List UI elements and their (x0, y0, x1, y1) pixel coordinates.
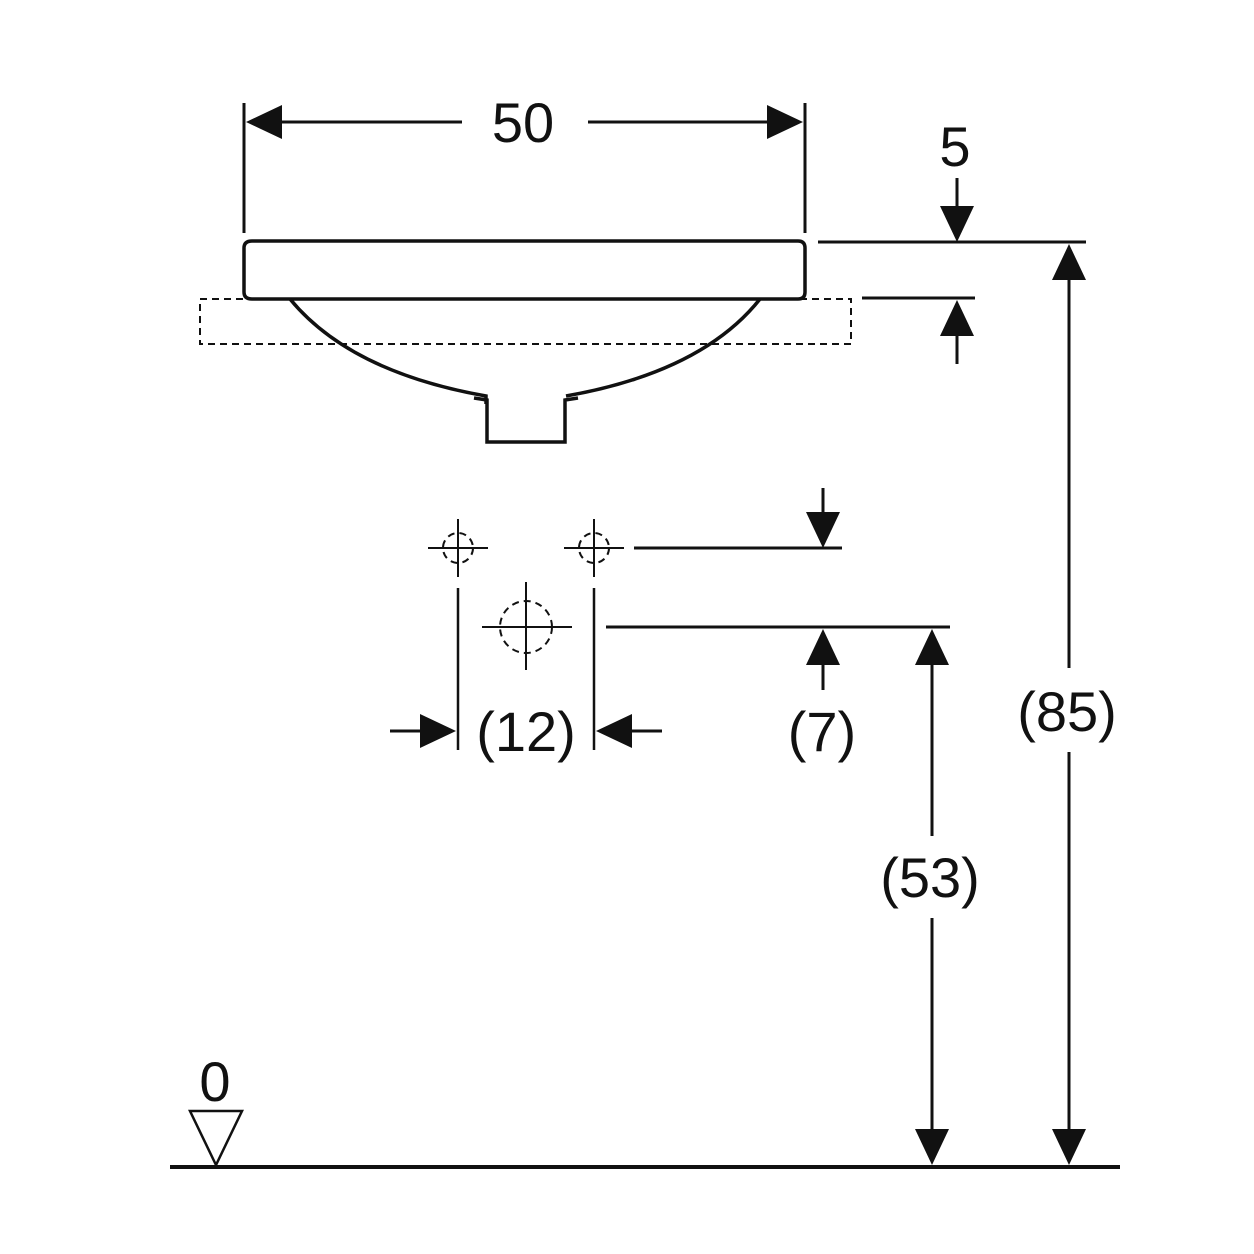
basin-bowl (288, 297, 762, 404)
rim-thickness-dimension: 5 (818, 115, 1086, 364)
arrow-right-icon (767, 105, 803, 139)
arrow-down-icon (1052, 1129, 1086, 1165)
floor-level-label: 0 (199, 1050, 230, 1113)
arrow-left-icon (246, 105, 282, 139)
countertop-outline (199, 298, 852, 345)
arrow-down-icon (940, 206, 974, 242)
overall-height-dimension: (85) (1017, 244, 1117, 1165)
arrow-up-icon (1052, 244, 1086, 280)
outlet-height-dimension: (53) (880, 629, 980, 1165)
floor-datum: 0 (170, 1050, 1120, 1169)
tap-offset-dimension: (7) (606, 488, 950, 763)
hole-spacing-dimension: (12) (390, 700, 662, 763)
crosshair-drain-icon (482, 582, 572, 670)
arrow-right-icon (420, 714, 456, 748)
overall-height-label: (85) (1017, 680, 1117, 743)
arrow-up-icon (806, 629, 840, 665)
basin (199, 239, 852, 444)
arrow-down-icon (806, 512, 840, 548)
basin-rim (242, 239, 807, 301)
rim-thickness-label: 5 (939, 115, 970, 178)
crosshair-left-icon (428, 519, 488, 577)
tap-offset-label: (7) (788, 700, 856, 763)
level-marker-icon (188, 1109, 244, 1168)
arrow-up-icon (940, 300, 974, 336)
arrow-left-icon (596, 714, 632, 748)
basin-outlet (473, 396, 579, 444)
arrow-up-icon (915, 629, 949, 665)
crosshair-right-icon (564, 519, 624, 577)
outlet-height-label: (53) (880, 846, 980, 909)
wall-connections (428, 519, 624, 750)
hole-spacing-label: (12) (476, 700, 576, 763)
width-label: 50 (492, 91, 554, 154)
width-dimension: 50 (242, 91, 807, 233)
arrow-down-icon (915, 1129, 949, 1165)
